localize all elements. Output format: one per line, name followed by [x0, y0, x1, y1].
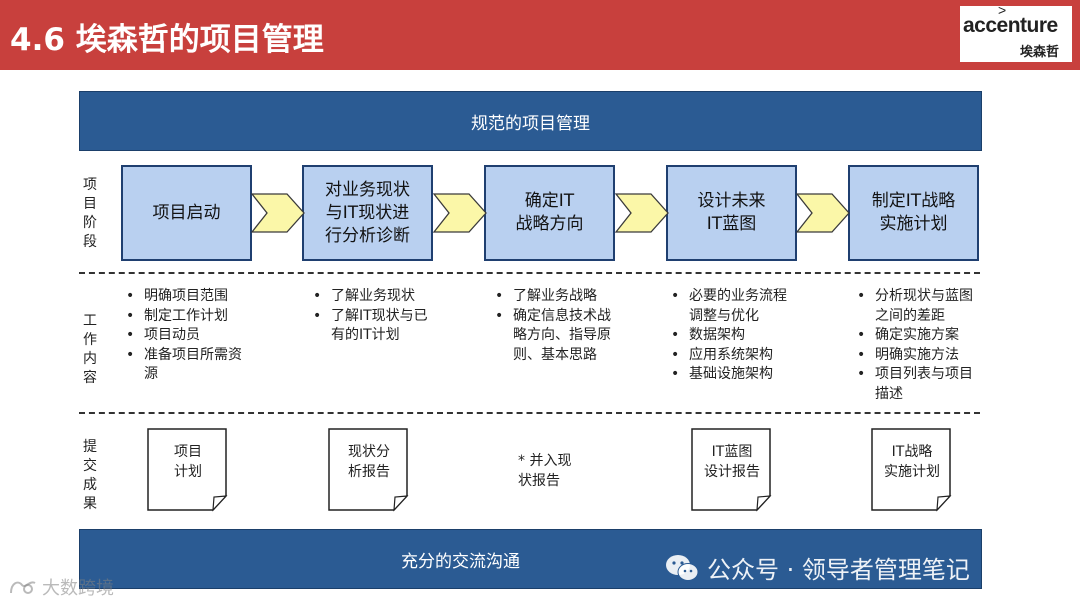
list-item: 确定信息技术战略方向、指导原则、基本思路: [493, 307, 615, 366]
band-communication: 充分的交流沟通: [79, 529, 982, 589]
watermark-left-text: 大数跨境: [42, 578, 114, 599]
list-item: 项目动员: [124, 326, 246, 346]
list-item: 了解业务现状: [311, 287, 433, 307]
work-list-2: 了解业务现状 了解IT现状与已有的IT计划: [311, 287, 433, 346]
list-item: 准备项目所需资源: [124, 346, 246, 385]
deliverable-label: IT战略 实施计划: [884, 444, 940, 480]
list-item: 了解IT现状与已有的IT计划: [311, 307, 433, 346]
chevron-arrow-icon: [251, 193, 305, 233]
list-item: 了解业务战略: [493, 287, 615, 307]
work-list-1: 明确项目范围 制定工作计划 项目动员 准备项目所需资源: [124, 287, 246, 385]
deliverable-label: IT蓝图 设计报告: [704, 444, 760, 480]
chevron-arrow-icon: [615, 193, 669, 233]
band-standard-pm: 规范的项目管理: [79, 91, 982, 151]
page-title: 4.6 埃森哲的项目管理: [10, 22, 324, 58]
row-label-work: 工作内容: [83, 313, 97, 386]
watermark-wechat: 公众号 · 领导者管理笔记: [665, 550, 970, 585]
phase-box-5: 制定IT战略 实施计划: [848, 165, 979, 261]
phase-box-4: 设计未来 IT蓝图: [666, 165, 797, 261]
dashed-divider: [79, 272, 980, 274]
row-label-phases: 项目阶段: [83, 177, 97, 250]
deliverable-doc-1: 项目 计划: [147, 428, 229, 512]
work-list-5: 分析现状与蓝图之间的差距 确定实施方案 明确实施方法 项目列表与项目描述: [855, 287, 977, 405]
row-label-deliverables: 提交成果: [83, 439, 97, 512]
list-item: 确定实施方案: [855, 326, 977, 346]
brand-mark-icon: [10, 581, 36, 594]
chevron-arrow-icon: [433, 193, 487, 233]
deliverable-doc-2: 现状分 析报告: [328, 428, 410, 512]
list-item: 应用系统架构: [669, 346, 791, 366]
phase-box-3: 确定IT 战略方向: [484, 165, 615, 261]
list-item: 数据架构: [669, 326, 791, 346]
list-item: 明确项目范围: [124, 287, 246, 307]
deliverable-doc-4: IT战略 实施计划: [871, 428, 953, 512]
watermark-left: 大数跨境: [8, 574, 114, 600]
band-bottom-label: 充分的交流沟通: [401, 551, 520, 572]
document-icon: [871, 428, 952, 512]
logo-text-zh: 埃森哲: [1020, 45, 1060, 60]
document-icon: [147, 428, 228, 512]
list-item: 必要的业务流程调整与优化: [669, 287, 791, 326]
merge-note: * 并入现 状报告: [518, 453, 572, 489]
list-item: 分析现状与蓝图之间的差距: [855, 287, 977, 326]
list-item: 明确实施方法: [855, 346, 977, 366]
logo-text-en: accenture: [963, 14, 1058, 37]
dashed-divider: [79, 412, 980, 414]
list-item: 制定工作计划: [124, 307, 246, 327]
document-icon: [328, 428, 409, 512]
phase-box-1: 项目启动: [121, 165, 252, 261]
wechat-icon: [666, 554, 699, 581]
deliverable-label: 现状分 析报告: [348, 444, 390, 480]
header-bar: 4.6 埃森哲的项目管理 > accenture 埃森哲: [0, 0, 1080, 70]
work-list-4: 必要的业务流程调整与优化 数据架构 应用系统架构 基础设施架构: [669, 287, 791, 385]
deliverable-doc-3: IT蓝图 设计报告: [691, 428, 773, 512]
watermark-right-text: 公众号 · 领导者管理笔记: [707, 556, 970, 584]
deliverable-label: 项目 计划: [174, 444, 202, 480]
work-list-3: 了解业务战略 确定信息技术战略方向、指导原则、基本思路: [493, 287, 615, 365]
phase-box-2: 对业务现状 与IT现状进 行分析诊断: [302, 165, 433, 261]
accenture-logo: > accenture 埃森哲: [960, 2, 1072, 62]
band-top-label: 规范的项目管理: [471, 113, 590, 134]
chevron-arrow-icon: [796, 193, 850, 233]
document-icon: [691, 428, 772, 512]
list-item: 项目列表与项目描述: [855, 365, 977, 404]
list-item: 基础设施架构: [669, 365, 791, 385]
logo-caret-icon: >: [998, 2, 1007, 18]
